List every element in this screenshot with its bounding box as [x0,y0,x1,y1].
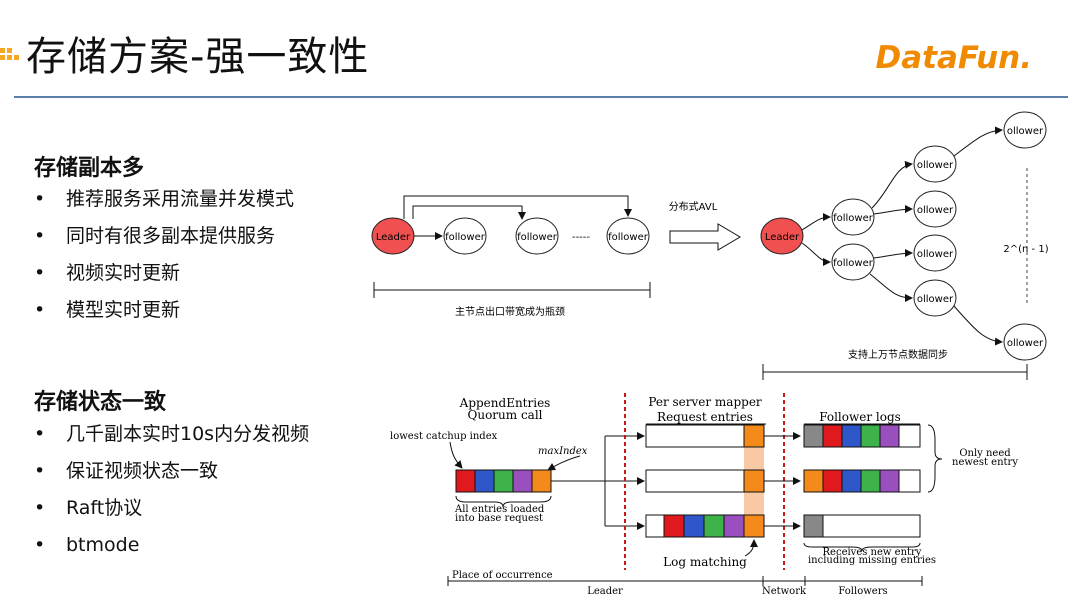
star-topology: Leader follower follower ----- follower … [371,195,651,318]
follower-label: ollower [917,249,954,260]
sync-label: 支持上万节点数据同步 [848,348,948,361]
follower-label: follower [517,232,558,243]
section1-bullets: 推荐服务采用流量并发模式 同时有很多副本提供服务 视频实时更新 模型实时更新 [34,186,294,334]
follower-logs-title: Follower logs [819,410,901,424]
follower-label: ollower [917,160,954,171]
follower-label: follower [608,232,649,243]
follower-label: follower [445,232,486,243]
count-label: 2^(n - 1) [1003,244,1048,255]
bullet: 几千副本实时10s内分发视频 [34,421,309,458]
receives-1: Receives new entry [823,547,922,558]
follower-node [515,217,559,255]
follower-label: follower [833,213,874,224]
log-matching-label: Log matching [663,555,747,569]
bullet: 保证视频状态一致 [34,458,309,495]
follower-node [606,217,650,255]
section2-bullets: 几千副本实时10s内分发视频 保证视频状态一致 Raft协议 btmode [34,421,309,569]
bullet: 视频实时更新 [34,260,294,297]
base-request-blocks [455,469,552,493]
follower-node [443,217,487,255]
mapper-title: Per server mapper [648,395,762,409]
section1-heading: 存储副本多 [34,156,145,181]
follower-label: follower [833,258,874,269]
only-need-1: Only need [959,448,1011,459]
followers-col-label: Followers [838,586,887,597]
follower-label: ollower [917,205,954,216]
network-col-label: Network [762,586,807,597]
logo-dots-icon [0,48,19,60]
leader-col-label: Leader [587,586,623,597]
maxindex-label: maxIndex [538,446,588,457]
loaded-label-2: into base request [455,513,543,524]
leader-node [760,217,804,255]
bullet: 模型实时更新 [34,297,294,334]
section2-heading: 存储状态一致 [34,390,167,415]
bullet: Raft协议 [34,495,309,532]
transform-arrow-icon [669,223,741,251]
only-need-2: newest entry [952,457,1018,468]
follower-label: ollower [1007,126,1044,137]
lowest-label: lowest catchup index [390,431,498,442]
datafun-logo: DataFun. [875,40,1032,76]
request-entries-title: Request entries [657,410,753,424]
bullet: 同时有很多副本提供服务 [34,223,294,260]
ellipsis: ----- [572,232,590,243]
request-rows [645,424,765,538]
follower-label: ollower [917,294,954,305]
bottleneck-label: 主节点出口带宽成为瓶颈 [455,305,565,318]
append-subtitle: Quorum call [468,408,543,422]
follower-label: ollower [1007,338,1044,349]
title-divider [14,96,1068,98]
receives-2: including missing entries [808,555,936,566]
append-title: AppendEntries [459,396,551,410]
leader-label: Leader [376,232,411,243]
loaded-label-1: All entries loaded [454,504,545,515]
slide-title: 存储方案-强一致性 [26,34,370,80]
follower-rows [803,424,921,538]
leader-label: Leader [765,232,800,243]
bullet: 推荐服务采用流量并发模式 [34,186,294,223]
tree-topology: Leader follower follower ollower ollower… [760,111,1049,380]
raft-diagram: AppendEntries Quorum call lowest catchup… [390,393,1018,597]
avl-label: 分布式AVL [669,200,718,213]
bullet: btmode [34,532,309,569]
place-label: Place of occurrence [452,570,553,581]
